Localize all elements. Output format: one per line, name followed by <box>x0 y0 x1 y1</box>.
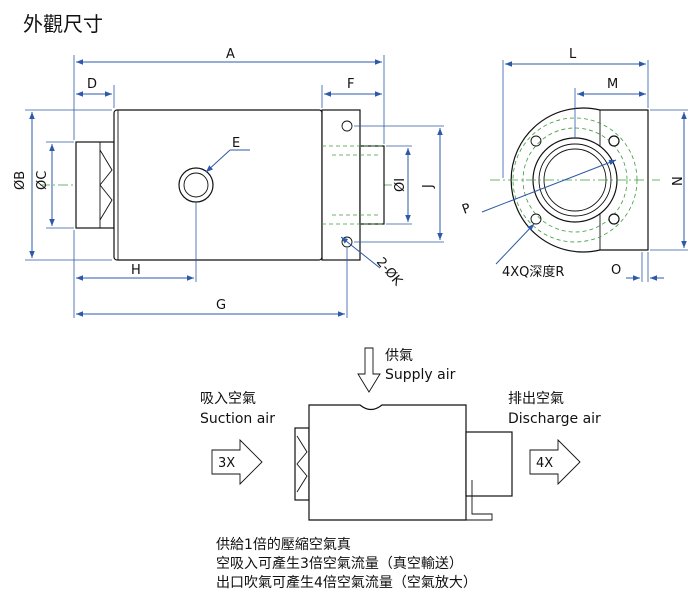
side-view: A D F ØB ØC E ØI J 2-ØK <box>13 47 444 318</box>
dim-l-label: L <box>569 47 577 62</box>
dim-d-label: D <box>87 77 97 92</box>
page-title: 外觀尺寸 <box>23 12 103 36</box>
flow-diagram: 供氣 Supply air 吸入空氣 Suction air 排出空氣 Disc… <box>200 347 601 521</box>
supply-cn-label: 供氣 <box>385 348 413 364</box>
note-line-2: 空吸入可產生3倍空氣流量（真空輸送） <box>216 556 463 572</box>
dim-j-label: J <box>421 184 436 189</box>
intake-multiplier: 3X <box>218 456 235 471</box>
dim-p-label: P <box>460 201 473 218</box>
dim-i-label: ØI <box>393 178 408 192</box>
dim-k-label: 2-ØK <box>373 255 405 289</box>
suction-en-label: Suction air <box>200 411 275 427</box>
end-view: L M N P 4XQ深度R O <box>460 47 688 282</box>
outlet-multiplier: 4X <box>536 456 553 471</box>
supply-arrow-icon <box>357 347 381 393</box>
amplifier-body <box>308 404 467 521</box>
dim-f-label: F <box>347 77 354 92</box>
notes: 供給1倍的壓縮空氣真 空吸入可產生3倍空氣流量（真空輸送） 出口吹氣可產生4倍空… <box>216 536 477 593</box>
note-line-3: 出口吹氣可產生4倍空氣流量（空氣放大） <box>216 575 477 591</box>
dim-qr-label: 4XQ深度R <box>502 264 564 280</box>
dim-b-label: ØB <box>13 171 28 190</box>
supply-en-label: Supply air <box>385 367 456 383</box>
dim-m-label: M <box>607 77 618 92</box>
dim-e-label: E <box>232 136 240 151</box>
discharge-en-label: Discharge air <box>508 411 601 427</box>
outlet-arrow-icon <box>529 438 581 486</box>
dim-c-label: ØC <box>35 171 50 190</box>
dim-o-label: O <box>611 263 621 278</box>
note-line-1: 供給1倍的壓縮空氣真 <box>216 537 351 553</box>
intake-arrow-icon <box>211 438 263 486</box>
dim-g-label: G <box>216 298 226 313</box>
discharge-cn-label: 排出空氣 <box>508 391 564 407</box>
dim-h-label: H <box>131 263 141 278</box>
suction-cn-label: 吸入空氣 <box>200 391 256 407</box>
dim-a-label: A <box>226 47 235 62</box>
dim-n-label: N <box>671 176 686 186</box>
